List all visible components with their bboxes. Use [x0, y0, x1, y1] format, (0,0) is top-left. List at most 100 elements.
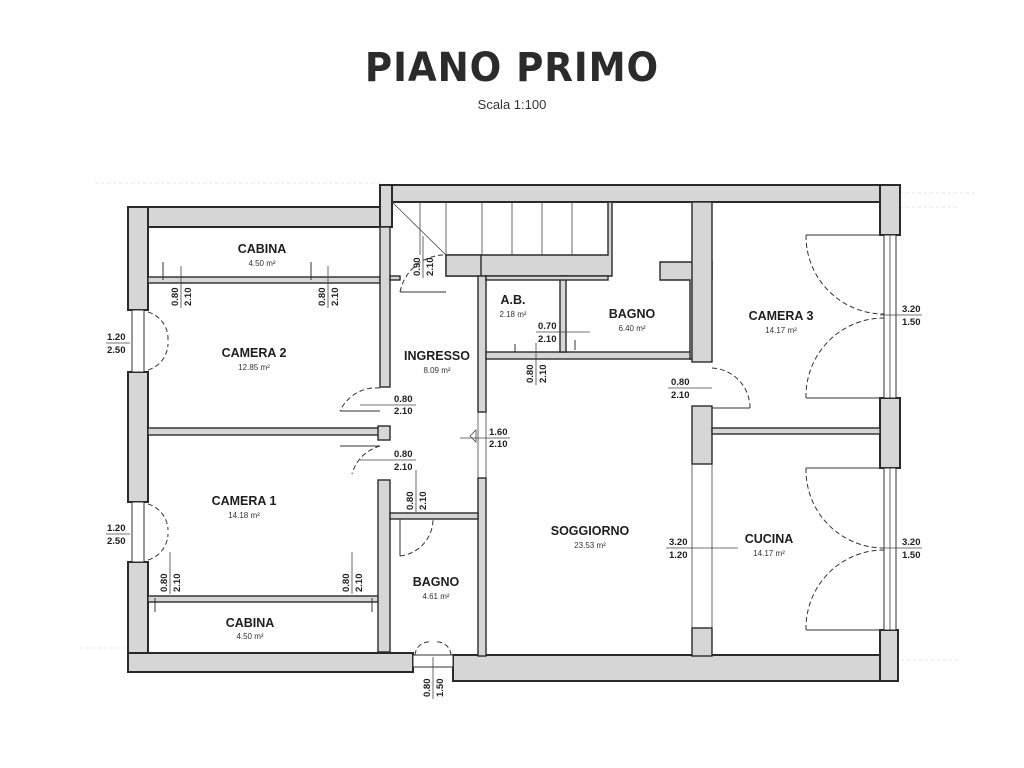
svg-text:3.20: 3.20 [902, 304, 921, 315]
svg-text:2.50: 2.50 [107, 536, 126, 547]
dim-door-stair: 0.90 2.10 [412, 236, 436, 278]
door-swings [147, 234, 885, 656]
room-camera3-name: CAMERA 3 [749, 309, 814, 323]
svg-text:2.10: 2.10 [394, 406, 413, 417]
wall-bagno-top [389, 512, 479, 520]
wall-cam3-cucina [711, 427, 881, 435]
exterior-walls [127, 184, 901, 682]
wall-ingresso-left-2 [377, 425, 391, 441]
dim-door-cabina-bottom-right: 0.80 2.10 [341, 552, 365, 594]
dim-door-ab-bagno: 0.80 2.10 [525, 343, 549, 385]
svg-text:0.80: 0.80 [394, 394, 413, 405]
svg-text:2.10: 2.10 [394, 462, 413, 473]
window-camera1 [131, 501, 145, 563]
room-camera1-name: CAMERA 1 [212, 494, 277, 508]
opening-dimensions: 1.20 2.50 1.20 2.50 3.20 1.50 3.20 1.50 … [106, 236, 922, 699]
svg-text:2.10: 2.10 [671, 390, 690, 401]
room-camera2-area: 12.85 m² [238, 363, 270, 372]
wall-ingresso-right-1 [477, 275, 487, 413]
room-bagno-top-name: BAGNO [609, 307, 656, 321]
wall-ab-right [559, 275, 567, 353]
guide-lines [80, 182, 975, 661]
svg-text:0.80: 0.80 [422, 679, 433, 698]
svg-text:2.10: 2.10 [418, 492, 429, 511]
svg-text:3.20: 3.20 [669, 537, 688, 548]
svg-text:0.90: 0.90 [412, 258, 423, 277]
svg-text:0.80: 0.80 [525, 365, 536, 384]
room-cabina-top-name: CABINA [238, 242, 287, 256]
wall-pillar [691, 405, 713, 465]
room-ab-name: A.B. [501, 293, 526, 307]
svg-text:0.80: 0.80 [405, 492, 416, 511]
svg-text:1.50: 1.50 [902, 550, 921, 561]
svg-text:0.80: 0.80 [317, 288, 328, 307]
wall-cabina-top [147, 276, 381, 284]
svg-text:0.80: 0.80 [394, 449, 413, 460]
svg-text:1.50: 1.50 [902, 317, 921, 328]
dim-door-cabina-bottom-left: 0.80 2.10 [159, 552, 183, 594]
wall-right-3 [879, 629, 899, 682]
svg-text:2.10: 2.10 [354, 574, 365, 593]
svg-text:0.80: 0.80 [170, 288, 181, 307]
svg-text:1.50: 1.50 [435, 679, 446, 698]
internal-walls [147, 201, 881, 657]
room-soggiorno-area: 23.53 m² [574, 541, 606, 550]
window-camera2 [131, 309, 145, 373]
svg-text:0.80: 0.80 [341, 574, 352, 593]
svg-text:0.80: 0.80 [159, 574, 170, 593]
room-bagno-bottom-area: 4.61 m² [422, 592, 449, 601]
svg-text:2.10: 2.10 [425, 258, 436, 277]
dim-window-bagno: 0.80 1.50 [422, 657, 446, 699]
svg-text:1.60: 1.60 [489, 427, 508, 438]
wall-ab-bottom [485, 351, 697, 360]
svg-text:2.10: 2.10 [489, 439, 508, 450]
svg-text:2.10: 2.10 [172, 574, 183, 593]
wall-stair-end [445, 254, 482, 277]
wall-pillar-bottom [691, 627, 713, 657]
dim-window-camera1: 1.20 2.50 [106, 523, 130, 547]
dim-door-bagno: 0.80 2.10 [405, 470, 429, 512]
room-cucina-name: CUCINA [745, 532, 794, 546]
wall-top-right [379, 184, 901, 203]
svg-text:1.20: 1.20 [107, 523, 126, 534]
wall-cam2-cam1 [147, 427, 381, 436]
dim-door-cabina-top-right: 0.80 2.10 [317, 266, 341, 308]
wall-ingresso-left-3 [377, 479, 391, 653]
wall-ingresso-left-1 [379, 226, 391, 388]
wall-bottom-left [127, 652, 414, 673]
wall-ab-top [485, 275, 609, 281]
room-cabina-bottom-name: CABINA [226, 616, 275, 630]
wall-cabina-bottom [147, 595, 381, 603]
svg-text:0.80: 0.80 [671, 377, 690, 388]
dim-opening-soggiorno-cucina: 3.20 1.20 [666, 537, 738, 561]
scale-label: Scala 1:100 [477, 97, 547, 112]
wall-right-1 [879, 184, 901, 236]
dim-door-camera3: 0.80 2.10 [668, 377, 712, 401]
room-ingresso-area: 8.09 m² [423, 366, 450, 375]
svg-text:2.10: 2.10 [330, 288, 341, 307]
wall-left-2 [127, 371, 149, 503]
dim-window-camera2: 1.20 2.50 [106, 332, 130, 356]
dim-door-ab: 0.70 2.10 [536, 321, 590, 345]
room-cucina-area: 14.17 m² [753, 549, 785, 558]
svg-text:2.10: 2.10 [183, 288, 194, 307]
svg-text:3.20: 3.20 [902, 537, 921, 548]
room-camera1-area: 14.18 m² [228, 511, 260, 520]
wall-right-2 [879, 397, 901, 469]
wall-ingresso-right-2 [477, 477, 487, 657]
room-cabina-top-area: 4.50 m² [248, 259, 275, 268]
room-ab-area: 2.18 m² [499, 310, 526, 319]
room-ingresso-name: INGRESSO [404, 349, 470, 363]
room-bagno-top-area: 6.40 m² [618, 324, 645, 333]
wall-ingresso-top [389, 275, 401, 281]
dim-door-ingresso: 1.60 2.10 [460, 427, 510, 450]
dim-door-cabina-top-left: 0.80 2.10 [170, 266, 194, 308]
svg-text:1.20: 1.20 [669, 550, 688, 561]
room-cabina-bottom-area: 4.50 m² [236, 632, 263, 641]
svg-text:1.20: 1.20 [107, 332, 126, 343]
room-soggiorno-name: SOGGIORNO [551, 524, 630, 538]
wall-top-left [127, 206, 381, 228]
dim-door-camera1: 0.80 2.10 [360, 449, 416, 473]
svg-text:2.10: 2.10 [538, 334, 557, 345]
